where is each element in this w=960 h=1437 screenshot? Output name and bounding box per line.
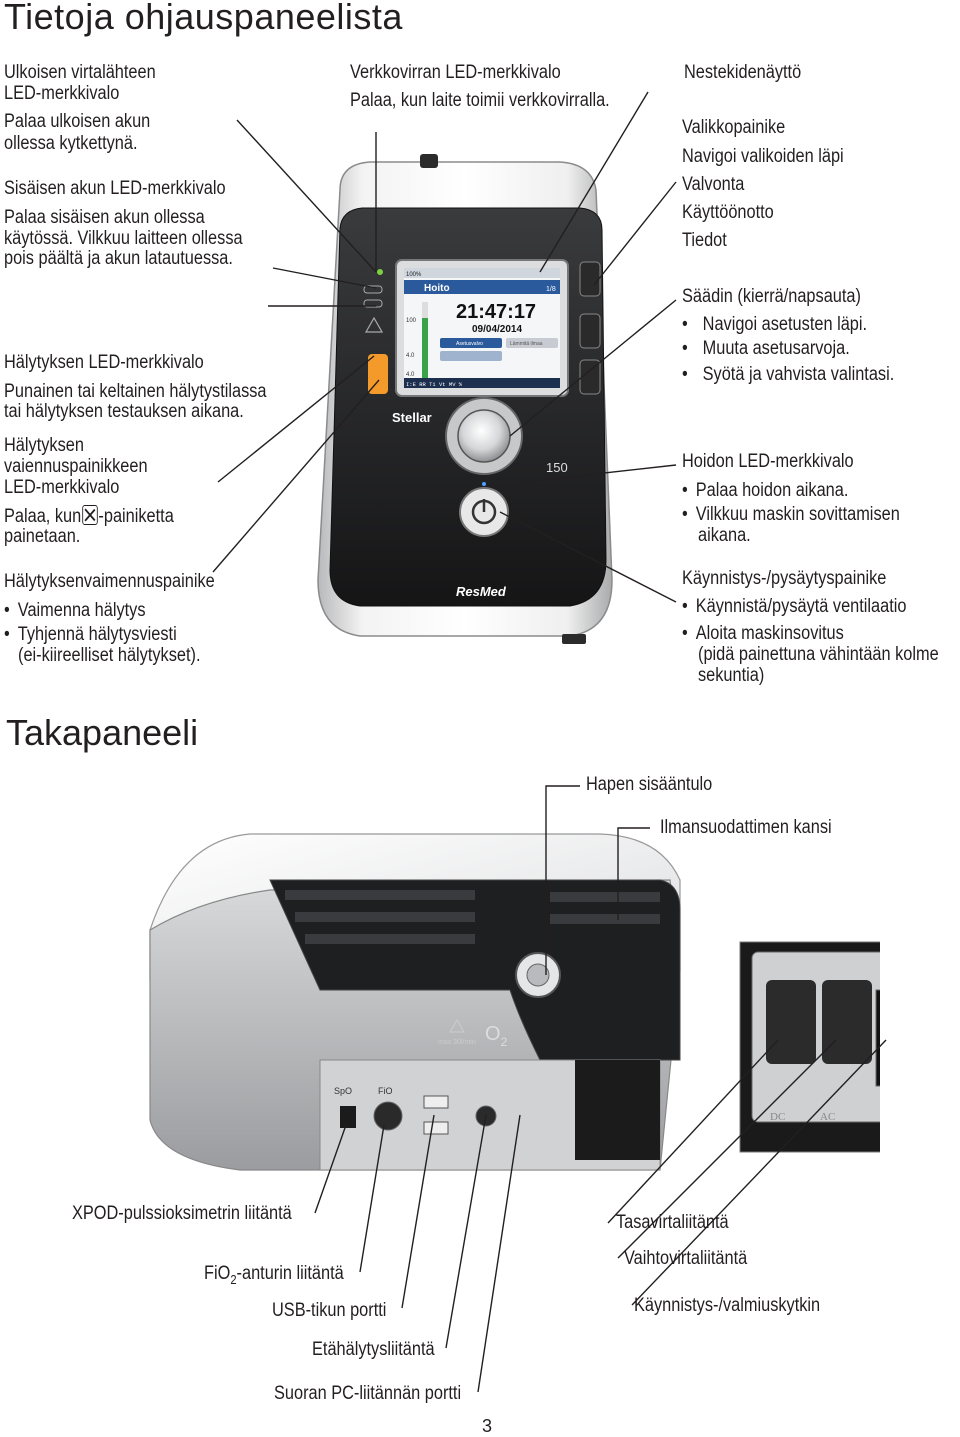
dc-socket-label: Tasavirtaliitäntä: [616, 1212, 729, 1234]
remote-alarm-label: Etähälytysliitäntä: [312, 1339, 435, 1361]
fio2-port-label: FiO2-anturin liitäntä: [204, 1263, 344, 1291]
filter-cover-label: Ilmansuodattimen kansi: [660, 817, 832, 839]
page-number: 3: [482, 1416, 492, 1437]
xpod-port-label: XPOD-pulssioksimetrin liitäntä: [72, 1203, 292, 1225]
usb-port-label: USB-tikun portti: [272, 1300, 386, 1322]
power-switch-label: Käynnistys-/valmiuskytkin: [634, 1295, 820, 1317]
ac-socket-label: Vaihtovirtaliitäntä: [624, 1248, 747, 1270]
pc-port-label: Suoran PC-liitännän portti: [274, 1383, 461, 1405]
oxygen-inlet-label: Hapen sisääntulo: [586, 774, 712, 796]
